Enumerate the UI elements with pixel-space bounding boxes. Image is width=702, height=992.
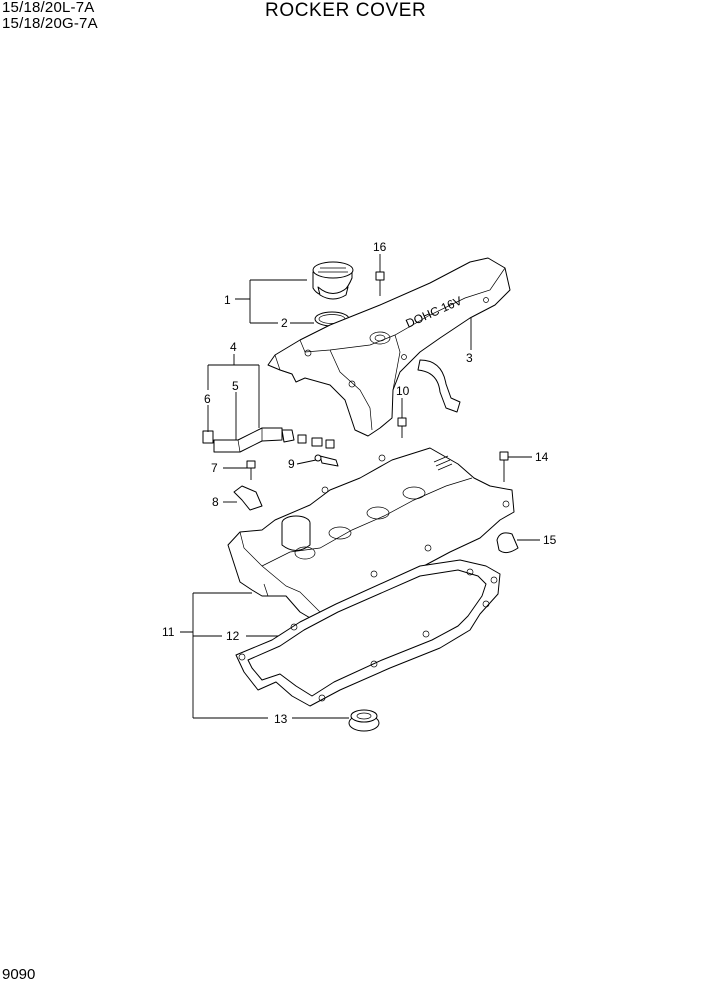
callout-5: 5 (232, 379, 239, 393)
callout-1: 1 (224, 293, 231, 307)
model-code-2: 15/18/20G-7A (2, 15, 98, 32)
callout-10: 10 (396, 384, 410, 398)
callout-14: 14 (535, 450, 549, 464)
callout-6: 6 (204, 392, 211, 406)
rocker-upper-cover: DOHC 16V (267, 257, 511, 437)
callout-12: 12 (226, 629, 240, 643)
rocker-cover-gasket (235, 559, 501, 707)
callout-15: 15 (543, 533, 557, 547)
pcv-hose (202, 427, 307, 453)
oil-filler-cap (312, 261, 354, 300)
breather-hose (417, 359, 461, 413)
callout-9: 9 (288, 457, 295, 471)
callout-4: 4 (230, 340, 237, 354)
callout-2: 2 (281, 316, 288, 330)
callout-7: 7 (211, 461, 218, 475)
bolt-7 (246, 460, 256, 480)
callout-13: 13 (274, 712, 288, 726)
bracket (233, 485, 263, 511)
hose-clip (311, 437, 323, 447)
bolt-10 (397, 417, 407, 438)
plug-tube-seal (348, 709, 380, 732)
leader-lines (180, 254, 540, 719)
bolt-16 (375, 271, 385, 296)
model-code-1: 15/18/20L-7A (2, 0, 95, 16)
callout-8: 8 (212, 495, 219, 509)
pcv-valve (314, 454, 339, 467)
rocker-cover-body (227, 447, 515, 626)
page-title: ROCKER COVER (265, 0, 427, 21)
callout-3: 3 (466, 351, 473, 365)
callout-11: 11 (162, 625, 175, 639)
bolt-14 (499, 451, 509, 482)
callout-labels: 1 2 3 4 5 6 7 8 9 10 11 12 13 14 15 16 (162, 240, 557, 726)
callout-16: 16 (373, 240, 387, 254)
page-number: 9090 (2, 966, 36, 983)
rubber-plug (496, 532, 519, 554)
